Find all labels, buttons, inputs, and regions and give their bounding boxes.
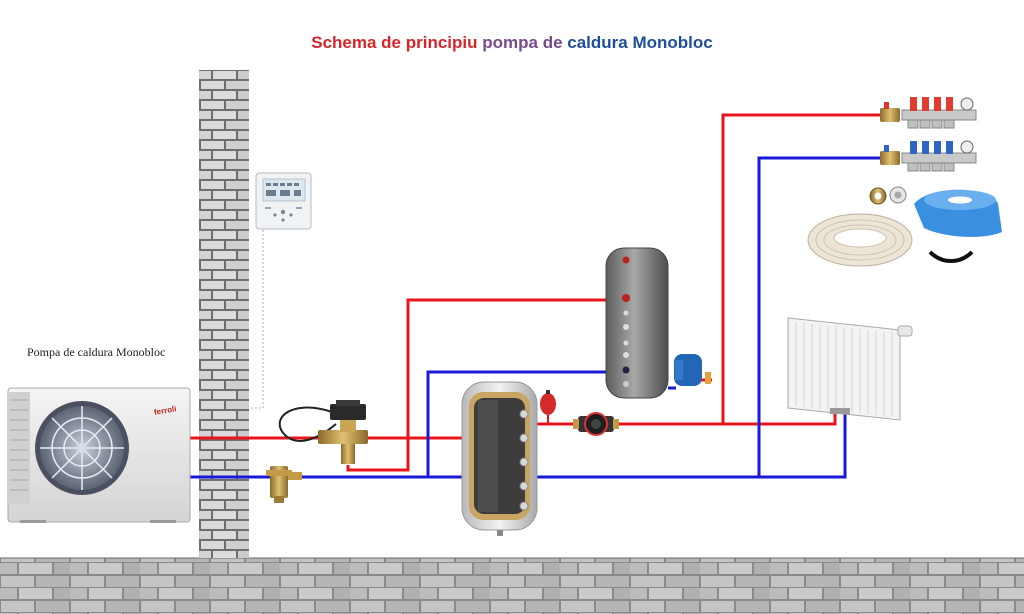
edge-insulation-tape [914,189,1002,237]
panel-radiator [787,317,913,421]
expansion-vessel-red [540,390,556,424]
brand-logo: ferroli [153,404,177,417]
controller-wire [249,230,264,409]
diagram-title: Schema de principiu pompa de caldura Mon… [0,33,1024,53]
buffer-tank [461,381,538,536]
pex-pipe-coil [807,213,913,267]
underfloor-manifold [880,97,977,172]
wall-controller [255,172,312,230]
expansion-vessel-blue [674,354,711,386]
heat-pump-outdoor-unit: ferroli [7,387,191,523]
pipe-fittings [869,186,907,205]
fixing-clip [928,250,974,263]
title-part-red: Schema de principiu [311,33,483,52]
heat-pump-label: Pompa de caldura Monobloc [27,345,166,359]
stone-floor [0,558,1024,614]
title-part-purple: pompa de [482,33,568,52]
return-pipes [186,156,882,479]
title-part-blue: caldura Monobloc [567,33,713,52]
motorized-3-way-valve [278,400,368,464]
dirt-separator-filter [266,466,302,503]
brick-wall [199,70,249,558]
domestic-hot-water-tank [605,247,669,399]
circulation-pump [573,412,619,436]
